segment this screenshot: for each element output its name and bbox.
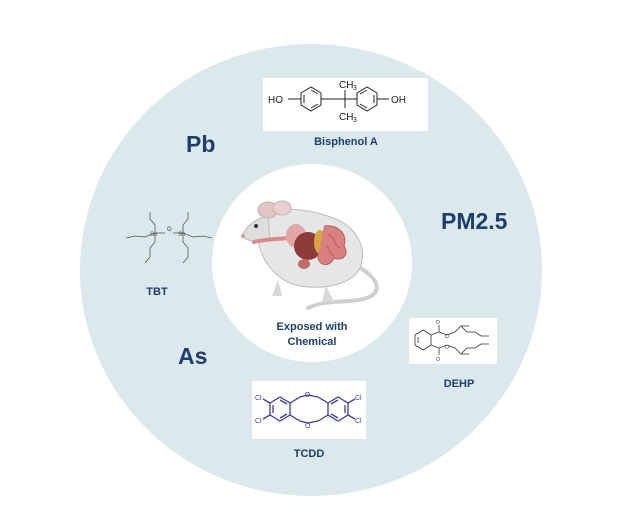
- tbt-structure: Sn O Sn: [120, 200, 216, 278]
- svg-text:Cl: Cl: [355, 395, 362, 402]
- bisphenol-a-structure: HO OH CH 3 CH 3: [263, 78, 428, 131]
- bpa-ho-text: HO: [268, 95, 283, 106]
- label-pm25: PM2.5: [441, 208, 508, 234]
- label-pb: Pb: [186, 131, 216, 157]
- svg-text:O: O: [305, 423, 311, 430]
- svg-text:O: O: [167, 227, 172, 233]
- tcdd-structure: O O Cl Cl Cl Cl: [252, 381, 366, 439]
- svg-text:O: O: [445, 345, 449, 351]
- center-caption-line2: Chemical: [287, 336, 337, 348]
- bpa-oh-text: OH: [391, 95, 406, 106]
- svg-text:O: O: [436, 357, 440, 363]
- svg-text:O: O: [436, 320, 440, 326]
- svg-text:O: O: [305, 392, 311, 399]
- center-caption-line1: Exposed with: [276, 321, 348, 333]
- label-bisphenol-a: Bisphenol A: [314, 136, 378, 148]
- dehp-structure: O O O O: [409, 318, 497, 364]
- label-dehp: DEHP: [443, 378, 475, 390]
- center-caption: Exposed with Chemical: [262, 320, 362, 350]
- label-tcdd: TCDD: [293, 448, 325, 460]
- label-as: As: [178, 343, 208, 369]
- mouse-illustration: [238, 196, 388, 321]
- bpa-ch3-top-sub: 3: [353, 85, 357, 92]
- svg-text:Cl: Cl: [255, 418, 262, 425]
- svg-text:Cl: Cl: [355, 418, 362, 425]
- svg-text:O: O: [445, 334, 449, 340]
- svg-text:Sn: Sn: [150, 232, 157, 238]
- bpa-ch3-bot-sub: 3: [353, 117, 357, 124]
- bpa-ch3-top-text: CH: [339, 80, 353, 91]
- bpa-ch3-bot-text: CH: [339, 112, 353, 123]
- label-tbt: TBT: [146, 286, 168, 298]
- svg-text:Cl: Cl: [255, 395, 262, 402]
- svg-text:Sn: Sn: [178, 232, 185, 238]
